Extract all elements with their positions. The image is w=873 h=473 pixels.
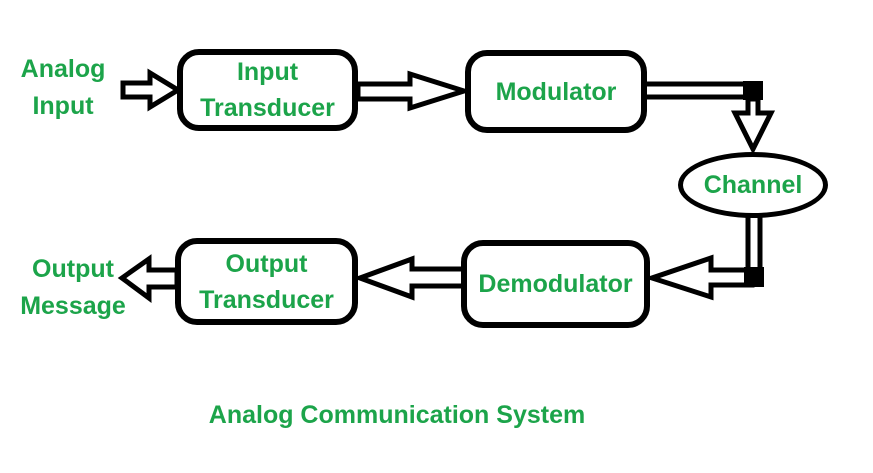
arrow-transducer-to-modulator	[355, 70, 473, 112]
channel-label: Channel	[703, 171, 803, 199]
arrow-corner-to-demodulator	[644, 254, 755, 301]
output-message-line2: Message	[20, 292, 126, 320]
arrow-shaft-modulator-to-corner	[646, 81, 757, 100]
analog-input-line2: Input	[32, 92, 94, 120]
arrow-shaft-channel-to-corner	[745, 214, 763, 272]
diagram-title: Analog Communication System	[208, 401, 586, 429]
arrow-demodulator-to-transducer	[352, 255, 467, 301]
corner-node-bottom	[744, 267, 764, 287]
input-transducer-line1: Input	[236, 58, 299, 86]
output-message-label: Output Message	[5, 251, 141, 325]
output-message-line1: Output	[32, 255, 114, 283]
input-transducer-line2: Transducer	[200, 94, 335, 122]
block-arrow-analog-input	[120, 68, 183, 112]
analog-input-line1: Analog	[20, 55, 106, 83]
corner-node-top	[743, 81, 763, 100]
output-transducer-line2: Transducer	[199, 285, 334, 314]
analog-input-label: Analog Input	[8, 51, 118, 125]
output-transducer-line1: Output	[225, 249, 308, 278]
modulator-label: Modulator	[495, 77, 617, 106]
node-demodulator: Demodulator	[461, 240, 650, 328]
node-input-transducer: Input Transducer	[177, 49, 358, 131]
block-arrow-output-message	[117, 254, 180, 303]
node-modulator: Modulator	[465, 50, 647, 133]
node-output-transducer: Output Transducer	[175, 238, 358, 325]
node-channel: Channel	[678, 152, 828, 218]
arrowhead-corner-to-channel	[730, 96, 776, 155]
demodulator-label: Demodulator	[478, 270, 633, 298]
